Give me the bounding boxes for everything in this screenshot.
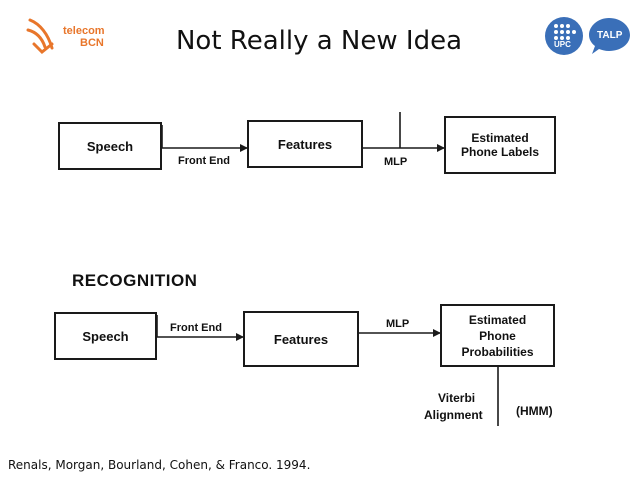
telecom-bcn-logo <box>26 18 54 55</box>
upc-logo <box>545 17 583 55</box>
citation: Renals, Morgan, Bourland, Cohen, & Franc… <box>8 458 311 472</box>
bottom-output-line3: Probabilities <box>461 344 534 359</box>
hmm-label: (HMM) <box>516 404 553 418</box>
viterbi-label-line2: Alignment <box>424 408 483 422</box>
logo-talp-text: TALP <box>597 30 623 41</box>
top-speech-label: Speech <box>86 138 134 154</box>
bottom-output-box: Estimated Phone Probabilities <box>440 304 555 367</box>
bottom-features-box: Features <box>243 311 359 367</box>
bottom-front-end-label: Front End <box>170 322 222 334</box>
top-mlp-label: MLP <box>384 156 408 168</box>
top-features-label: Features <box>277 136 333 152</box>
bottom-mlp-label: MLP <box>386 318 410 330</box>
top-output-line1: Estimated <box>471 131 529 145</box>
bottom-output-line1: Estimated <box>468 312 527 327</box>
logo-telecom-text: telecom <box>63 25 105 37</box>
bottom-speech-box: Speech <box>54 312 157 360</box>
bottom-speech-label: Speech <box>82 328 129 344</box>
top-front-end-label: Front End <box>178 155 230 167</box>
top-output-line2: Phone Labels <box>460 145 540 159</box>
bottom-features-label: Features <box>273 331 329 347</box>
top-features-box: Features <box>247 120 363 168</box>
talp-logo <box>589 18 630 54</box>
viterbi-label-line1: Viterbi <box>438 391 476 405</box>
top-output-box: Estimated Phone Labels <box>444 116 556 174</box>
logo-upc-text: UPC <box>554 40 571 49</box>
logo-bcn-text: BCN <box>80 37 104 49</box>
bottom-output-line2: Phone <box>479 328 516 343</box>
top-speech-box: Speech <box>58 122 162 170</box>
recognition-heading: RECOGNITION <box>72 271 198 290</box>
slide-title: Not Really a New Idea <box>175 26 462 56</box>
